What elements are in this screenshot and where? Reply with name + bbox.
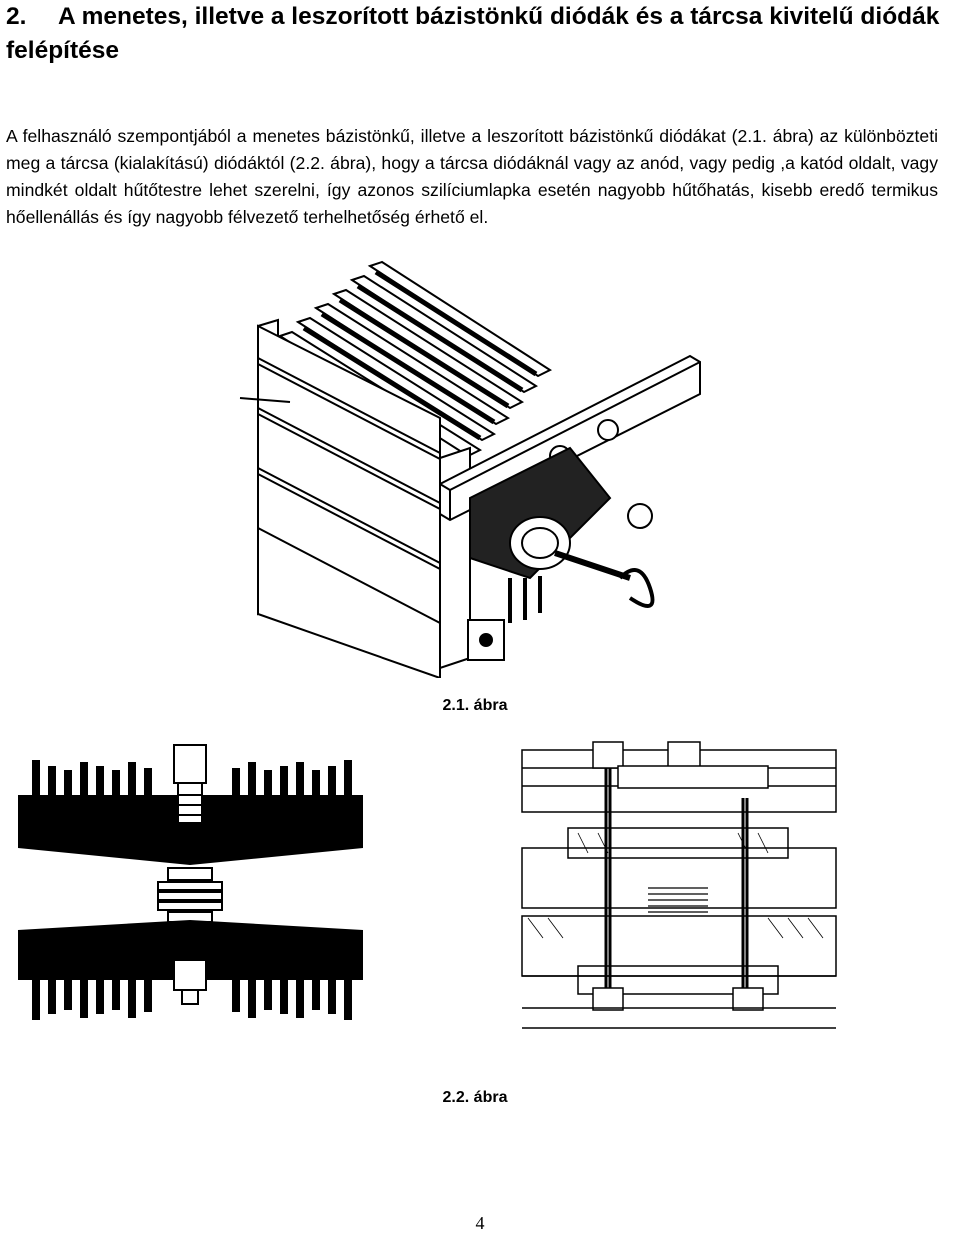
figure-2-1-heatsink-drawing <box>239 260 701 678</box>
figure-2-1-caption: 2.1. ábra <box>442 697 508 714</box>
figure-2-2-heatsink-pair-drawing <box>18 744 363 1020</box>
body-paragraph: A felhasználó szempontjából a menetes bá… <box>6 126 938 227</box>
section-title: A menetes, illetve a leszorított bázistö… <box>6 3 940 64</box>
lower-heatsink <box>18 920 363 1020</box>
figure-2-2-caption: 2.2. ábra <box>442 1089 508 1106</box>
disc-diode <box>157 867 223 923</box>
upper-clamp-bolt <box>173 744 207 824</box>
page-number: 4 <box>475 1213 485 1233</box>
diode-stud <box>469 446 655 623</box>
section-number: 2. <box>6 3 27 30</box>
figure-2-2-clamp-section-drawing <box>521 741 837 1029</box>
lower-clamp-bolt <box>173 959 207 1005</box>
section-heading: 2.A menetes, illetve a leszorított bázis… <box>6 0 956 68</box>
